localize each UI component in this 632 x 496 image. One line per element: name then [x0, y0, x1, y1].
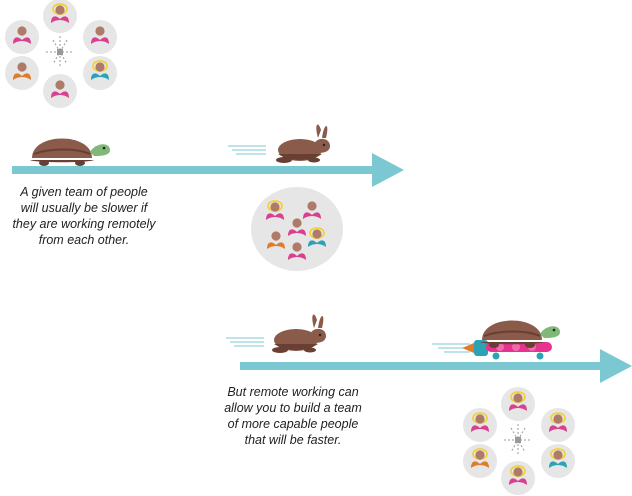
person-bubble	[463, 408, 497, 442]
caption-line: A given team of people	[20, 185, 148, 199]
rabbit-icon	[276, 124, 330, 163]
caption-capable-team: But remote working can allow you to buil…	[212, 384, 374, 448]
caption-line: allow you to build a team	[224, 401, 362, 415]
person-bubble	[83, 20, 117, 54]
tortoise-icon	[29, 137, 111, 167]
person-bubble	[541, 408, 575, 442]
rocket-skateboard-icon	[432, 340, 552, 360]
timeline-arrow-bottom	[240, 349, 632, 383]
caption-line: of more capable people	[227, 417, 359, 431]
speed-lines	[227, 145, 267, 155]
caption-slower-remote: A given team of people will usually be s…	[4, 184, 164, 248]
person-bubble	[5, 20, 39, 54]
person-bubble	[5, 56, 39, 90]
caption-line: from each other.	[38, 233, 130, 247]
speed-lines	[225, 337, 265, 347]
network-star-icon	[503, 423, 533, 457]
person-bubble	[463, 444, 497, 478]
person-bubble	[43, 74, 77, 108]
person-bubble	[83, 56, 117, 90]
rabbit-icon	[272, 314, 326, 353]
person-bubble	[501, 461, 535, 495]
distributed-team-top	[5, 0, 117, 108]
person-bubble	[43, 0, 77, 33]
timeline-arrow-top	[12, 153, 404, 187]
distributed-team-bottom	[463, 387, 575, 495]
caption-line: that will be faster.	[244, 433, 342, 447]
caption-line: But remote working can	[227, 385, 359, 399]
person-bubble	[541, 444, 575, 478]
person-bubble	[501, 387, 535, 421]
network-star-icon	[45, 35, 75, 69]
caption-line: they are working remotely	[12, 217, 156, 231]
caption-line: will usually be slower if	[20, 201, 148, 215]
colocated-team	[251, 187, 343, 271]
